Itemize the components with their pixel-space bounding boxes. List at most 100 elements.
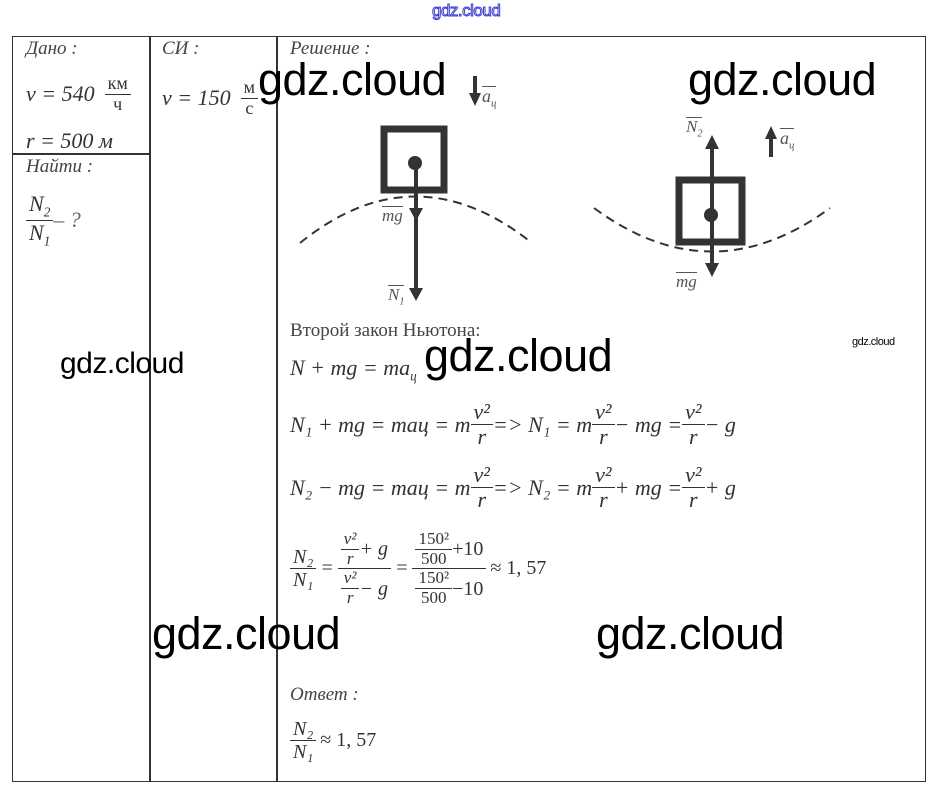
eq2-mid2: + mg = bbox=[614, 474, 683, 500]
ratio-result: ≈ 1, 57 bbox=[490, 557, 547, 580]
frac-num: v² bbox=[682, 399, 705, 426]
frac-num: v² bbox=[592, 462, 615, 489]
si-unit-den: с bbox=[245, 97, 254, 118]
eq2-mid: => N₂ = m bbox=[492, 474, 593, 500]
si-velocity-label: v = 150 bbox=[162, 85, 231, 111]
vector-eq-sub: ц bbox=[410, 368, 417, 384]
find-ratio: N2 N1 – ? bbox=[26, 191, 81, 249]
watermark: gdz.cloud bbox=[688, 54, 877, 105]
accel-symbol: a bbox=[482, 86, 491, 106]
si-velocity-unit: м с bbox=[240, 77, 259, 119]
watermark: gdz.cloud bbox=[60, 347, 184, 380]
eq1-lhs: N₁ + mg = maц = m bbox=[290, 411, 471, 437]
sym-num-tail: + g bbox=[359, 538, 388, 561]
sym-den-bot: r bbox=[346, 588, 354, 608]
val-den-bot: 500 bbox=[421, 588, 447, 608]
find-fraction: N2 N1 bbox=[26, 191, 54, 249]
law-title: Второй закон Ньютона: bbox=[290, 320, 481, 341]
accel-arrowhead bbox=[469, 93, 481, 106]
normal-sub: 1 bbox=[399, 296, 405, 308]
gravity-arrowhead bbox=[409, 208, 423, 221]
given-find-divider bbox=[12, 153, 150, 155]
frac-den: r bbox=[599, 424, 608, 450]
watermark: gdz.cloud bbox=[596, 608, 785, 659]
accel-label-1: aц bbox=[482, 86, 497, 110]
frac-den: r bbox=[599, 487, 608, 513]
val-num-top: 150² bbox=[415, 529, 453, 550]
frac-den: r bbox=[477, 424, 486, 450]
frac-num: v² bbox=[592, 399, 615, 426]
watermark: gdz.cloud bbox=[258, 54, 447, 105]
gravity-arrowhead bbox=[705, 263, 719, 277]
accel-label-2: aц bbox=[780, 128, 795, 152]
watermark: gdz.cloud bbox=[152, 608, 341, 659]
accel-symbol: a bbox=[780, 128, 789, 148]
watermark: gdz.cloud bbox=[424, 330, 613, 381]
normal-arrowhead bbox=[705, 135, 719, 149]
frac-den: r bbox=[689, 424, 698, 450]
sym-num-top: v² bbox=[340, 529, 360, 550]
header-watermark: gdz.cloud bbox=[431, 1, 501, 21]
frac-den: r bbox=[689, 487, 698, 513]
find-title: Найти : bbox=[26, 156, 94, 177]
accel-sub: ц bbox=[491, 97, 497, 110]
sym-num-bot: r bbox=[346, 548, 354, 568]
answer-num: N₂ bbox=[290, 718, 317, 741]
si-title: СИ : bbox=[162, 38, 200, 59]
solution-title: Решение : bbox=[290, 38, 371, 59]
sym-den-top: v² bbox=[340, 569, 360, 590]
solution-table bbox=[12, 36, 926, 782]
column-divider-1 bbox=[149, 36, 151, 782]
sym-den-tail: − g bbox=[359, 577, 388, 600]
frac-num: v² bbox=[682, 462, 705, 489]
given-velocity-label: v = 540 bbox=[26, 81, 95, 107]
ratio-lhs-num: N₂ bbox=[290, 546, 317, 570]
normal-label-1: N1 bbox=[388, 285, 405, 308]
answer-den: N₁ bbox=[293, 741, 314, 763]
val-num-tail: +10 bbox=[452, 538, 484, 561]
si-unit-num: м bbox=[240, 77, 259, 99]
normal-symbol: N bbox=[686, 117, 698, 136]
gravity-label-1: mg bbox=[382, 206, 403, 225]
val-den-tail: −10 bbox=[452, 577, 484, 600]
accel-sub: ц bbox=[789, 139, 795, 152]
normal-arrowhead bbox=[409, 288, 423, 301]
frac-den: r bbox=[477, 487, 486, 513]
eq1-mid2: − mg = bbox=[614, 411, 683, 437]
answer-title: Ответ : bbox=[290, 684, 359, 705]
vector-equation: N + mg = maц bbox=[290, 355, 417, 384]
eq2-lhs: N₂ − mg = maц = m bbox=[290, 474, 471, 500]
accel-arrowhead bbox=[765, 126, 777, 139]
frac-num: v² bbox=[470, 462, 493, 489]
normal-label-2: N2 bbox=[686, 117, 703, 140]
unit-numerator: км bbox=[104, 73, 131, 95]
given-velocity-unit: км ч bbox=[104, 73, 131, 115]
answer-value: ≈ 1, 57 bbox=[320, 729, 377, 751]
unit-denominator: ч bbox=[113, 93, 123, 114]
find-question: – ? bbox=[53, 207, 81, 233]
eq2-tail: + g bbox=[704, 474, 736, 500]
find-num: N bbox=[29, 191, 44, 216]
eq1-mid: => N₁ = m bbox=[492, 411, 593, 437]
si-velocity: v = 150 м с bbox=[162, 77, 259, 119]
normal-sub: 2 bbox=[697, 128, 703, 140]
eq1-tail: − g bbox=[704, 411, 736, 437]
given-title: Дано : bbox=[26, 38, 78, 59]
gravity-label-2: mg bbox=[676, 272, 697, 291]
given-radius: r = 500 м bbox=[26, 128, 113, 153]
find-den-sub: 1 bbox=[43, 233, 51, 249]
